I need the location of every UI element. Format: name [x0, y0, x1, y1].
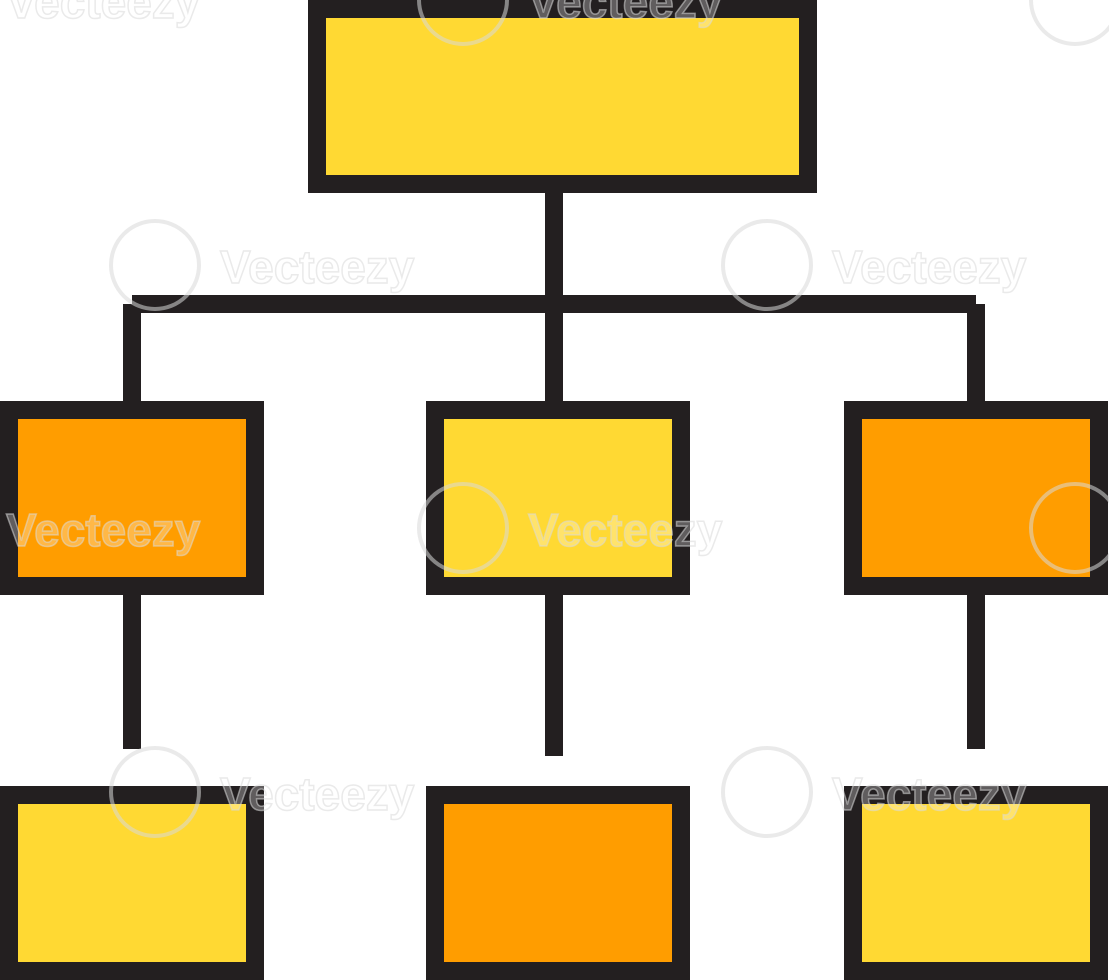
- node-grandchild-center-box: [426, 786, 690, 980]
- watermark-text: Vecteezy: [832, 241, 1027, 293]
- watermark-text: Vecteezy: [832, 768, 1027, 820]
- watermark-text: Vecteezy: [220, 768, 415, 820]
- watermark-text: Vecteezy: [528, 0, 723, 28]
- vecteezy-logo-icon: [109, 219, 201, 311]
- vecteezy-logo-icon: [1029, 482, 1109, 574]
- watermark-10: [1029, 0, 1109, 46]
- watermark-text: Vecteezy: [6, 504, 201, 556]
- vecteezy-logo-icon: [721, 219, 813, 311]
- node-grandchild-right-box: [844, 786, 1108, 980]
- watermark-text: Vecteezy: [528, 504, 723, 556]
- watermark-2: Vecteezy: [721, 219, 1028, 311]
- watermark-8: Vecteezy: [417, 0, 724, 46]
- watermark-4: Vecteezy: [5, 503, 201, 557]
- watermark-3: Vecteezy: [417, 482, 724, 574]
- node-child-right-box: [844, 401, 1108, 595]
- node-grandchild-left-box: [0, 786, 264, 980]
- vecteezy-logo-icon: [417, 482, 509, 574]
- watermark-7: Vecteezy: [721, 746, 1028, 838]
- vecteezy-logo-icon: [417, 0, 509, 46]
- watermark-9: Vecteezy: [5, 0, 201, 29]
- node-root-box: [308, 0, 817, 193]
- watermark-5: [1029, 482, 1109, 574]
- watermark-6: Vecteezy: [109, 746, 416, 838]
- vecteezy-logo-icon: [721, 746, 813, 838]
- watermark-text: Vecteezy: [220, 241, 415, 293]
- watermark-1: Vecteezy: [109, 219, 416, 311]
- watermark-text: Vecteezy: [6, 0, 201, 28]
- watermark-layer: Vecteezy Vecteezy Vecteezy Vecteezy Vect…: [5, 0, 1109, 838]
- connector-lines: [123, 193, 985, 756]
- vecteezy-logo-icon: [109, 746, 201, 838]
- vecteezy-logo-icon: [1029, 0, 1109, 46]
- node-child-left-box: [0, 401, 264, 595]
- node-child-center-box: [426, 401, 690, 595]
